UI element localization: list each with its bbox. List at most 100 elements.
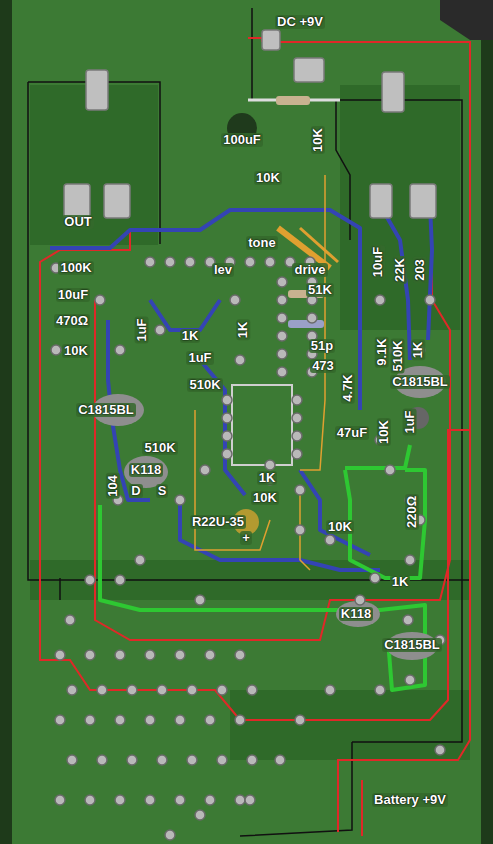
component-label: 510K [391, 338, 405, 373]
component-label: 10K [311, 126, 325, 154]
solder-pad [205, 715, 215, 725]
solder-pad [175, 650, 185, 660]
component-label: 10K [62, 344, 90, 358]
solder-pad [155, 325, 165, 335]
solder-pad [175, 495, 185, 505]
component-label: 1uF [403, 408, 417, 435]
solder-pad [222, 413, 232, 423]
solder-pad [355, 595, 365, 605]
component-label: 100K [58, 261, 93, 275]
solder-pad [165, 257, 175, 267]
solder-pad [85, 715, 95, 725]
component-label: 473 [310, 359, 336, 373]
solder-pad [95, 295, 105, 305]
solder-pad [185, 257, 195, 267]
component-label: 510K [187, 378, 222, 392]
solder-pad [55, 650, 65, 660]
solder-pad [85, 575, 95, 585]
component-label: 51p [309, 339, 335, 353]
component-label: 10K [377, 418, 391, 446]
solder-pad [127, 685, 137, 695]
solder-pad [115, 650, 125, 660]
solder-pad [222, 449, 232, 459]
ground-plane [30, 85, 470, 760]
solder-pad [405, 555, 415, 565]
solder-pad [97, 755, 107, 765]
component-label: 4.7K [341, 372, 355, 403]
solder-pad [425, 295, 435, 305]
solder-pad [217, 685, 227, 695]
solder-pad [247, 685, 257, 695]
jack-terminal [64, 30, 436, 218]
solder-pad [230, 295, 240, 305]
component-label: 10K [326, 520, 354, 534]
component-label: 1uF [186, 351, 213, 365]
solder-pad [375, 685, 385, 695]
solder-pad [277, 331, 287, 341]
solder-pad [187, 755, 197, 765]
component-label: 10uF [56, 288, 90, 302]
solder-pad [277, 277, 287, 287]
solder-pad [295, 525, 305, 535]
component-label: 47uF [335, 426, 369, 440]
component-label: 220Ω [405, 494, 419, 530]
black-trace [28, 8, 470, 836]
solder-pad [245, 795, 255, 805]
solder-pad [275, 755, 285, 765]
component-label: 510K [142, 441, 177, 455]
solder-pad [403, 615, 413, 625]
component-label: + [240, 531, 252, 545]
solder-pad [307, 313, 317, 323]
red-trace [40, 38, 470, 836]
solder-pad [115, 575, 125, 585]
solder-pad [85, 650, 95, 660]
solder-pad [145, 795, 155, 805]
component-label: 1K [180, 329, 201, 343]
component-label: K118 [339, 607, 373, 621]
solder-pad [235, 715, 245, 725]
solder-pad [165, 830, 175, 840]
solder-pad [175, 795, 185, 805]
solder-pad [145, 650, 155, 660]
green-trace [100, 445, 425, 690]
resistor-symbol [248, 96, 340, 328]
component-label: 1K [236, 320, 250, 341]
solder-pad [385, 465, 395, 475]
solder-pad [375, 295, 385, 305]
component-label: D [129, 484, 142, 498]
component-label: 51K [306, 283, 334, 297]
solder-pad [222, 395, 232, 405]
solder-pad [235, 355, 245, 365]
component-label: OUT [62, 215, 93, 229]
solder-pad [217, 755, 227, 765]
solder-pad [295, 485, 305, 495]
solder-pad [145, 715, 155, 725]
component-label: 9.1K [375, 336, 389, 367]
solder-pad [55, 715, 65, 725]
component-label: 470Ω [54, 314, 90, 328]
solder-pad [277, 349, 287, 359]
solder-pad [195, 595, 205, 605]
component-label: 10uF [371, 245, 385, 279]
solder-pad [292, 395, 302, 405]
solder-pad [51, 345, 61, 355]
solder-pad [277, 295, 287, 305]
solder-pad [292, 449, 302, 459]
solder-pad [245, 257, 255, 267]
blue-trace [50, 205, 432, 570]
component-label: 100uF [221, 133, 263, 147]
solder-pad [205, 795, 215, 805]
solder-pad [277, 313, 287, 323]
solder-pad [325, 535, 335, 545]
solder-pad [157, 685, 167, 695]
solder-pad [115, 715, 125, 725]
orange-trace [195, 175, 338, 570]
solder-pad [370, 573, 380, 583]
solder-pad [127, 755, 137, 765]
ic-chip [232, 385, 292, 465]
solder-pad [175, 715, 185, 725]
component-label: 1uF [135, 316, 149, 343]
solder-pad [265, 460, 275, 470]
component-label: 22K [393, 256, 407, 284]
